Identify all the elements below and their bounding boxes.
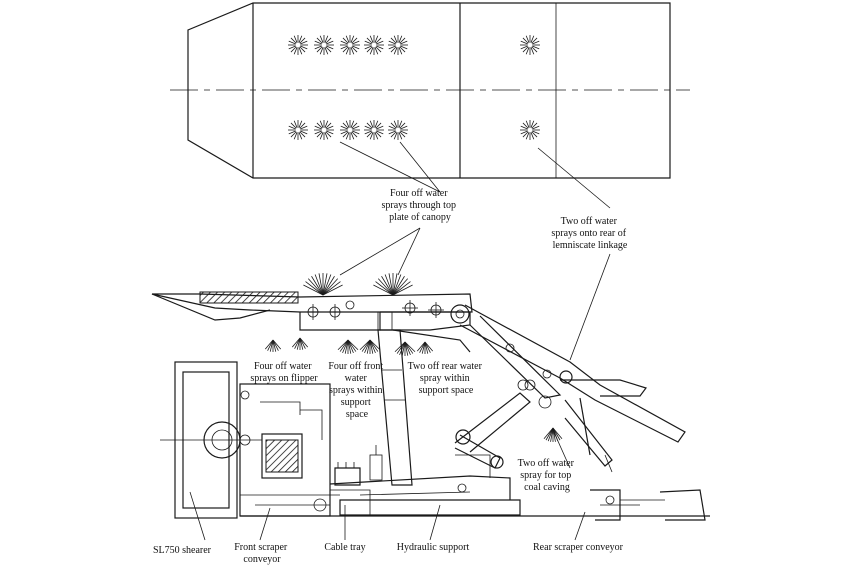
hydraulic-legs	[369, 329, 471, 486]
leader-lines-side	[189, 227, 611, 541]
spray-nozzle-icon	[364, 35, 384, 55]
rear-scraper-conveyor	[590, 489, 706, 521]
spray-nozzle-icon	[314, 35, 334, 55]
spray-fan-icon	[337, 339, 359, 354]
spray-nozzle-icon	[520, 35, 540, 55]
spray-nozzle-icon	[520, 120, 540, 140]
spray-fan-icon	[359, 339, 381, 354]
spray-nozzle-icon	[288, 120, 308, 140]
sl750-shearer	[160, 361, 262, 519]
front-scraper-conveyor	[239, 383, 340, 517]
spray-nozzle-icon	[288, 35, 308, 55]
label-shearer: SL750 shearer	[153, 545, 212, 556]
spray-nozzle-icon	[364, 120, 384, 140]
side-view-spray-fans	[264, 273, 563, 442]
label-flipper-sprays: Four off water sprays on flipper	[250, 361, 318, 384]
spray-fan-icon	[264, 339, 282, 352]
label-lemniscate-sprays: Two off water sprays onto rear of lemnis…	[551, 216, 628, 251]
spray-fan-icon	[291, 337, 309, 350]
label-top-plate-sprays: Four off water sprays through top plate …	[382, 188, 459, 223]
label-front-conveyor: Front scraper conveyor	[234, 542, 290, 565]
spray-nozzle-icon	[340, 35, 360, 55]
leader-lines-top	[339, 141, 611, 209]
cable-tray	[330, 462, 371, 515]
spray-fan-icon	[303, 273, 343, 296]
label-rear-support-sprays: Two off rear water spray within support …	[408, 361, 485, 396]
spray-fan-icon	[394, 341, 416, 356]
spray-nozzle-icon	[388, 120, 408, 140]
spray-nozzle-icon	[340, 120, 360, 140]
spray-fan-icon	[373, 273, 413, 296]
label-hydraulic-support: Hydraulic support	[397, 542, 470, 553]
label-front-support-sprays: Four off front water sprays within suppo…	[328, 361, 385, 420]
caving-shield	[459, 304, 686, 473]
label-top-coal-caving-sprays: Two off water spray for top coal caving	[518, 458, 577, 493]
plan-view-spray-nozzles	[288, 35, 540, 140]
lemniscate-linkage	[454, 379, 531, 469]
spray-nozzle-icon	[314, 120, 334, 140]
canopy-side-view	[151, 291, 473, 331]
canopy-plan-view	[170, 2, 690, 179]
label-rear-conveyor: Rear scraper conveyor	[533, 542, 624, 553]
label-cable-tray: Cable tray	[324, 542, 365, 553]
spray-nozzle-icon	[388, 35, 408, 55]
spray-fan-icon	[416, 341, 434, 354]
support-base	[329, 454, 521, 516]
